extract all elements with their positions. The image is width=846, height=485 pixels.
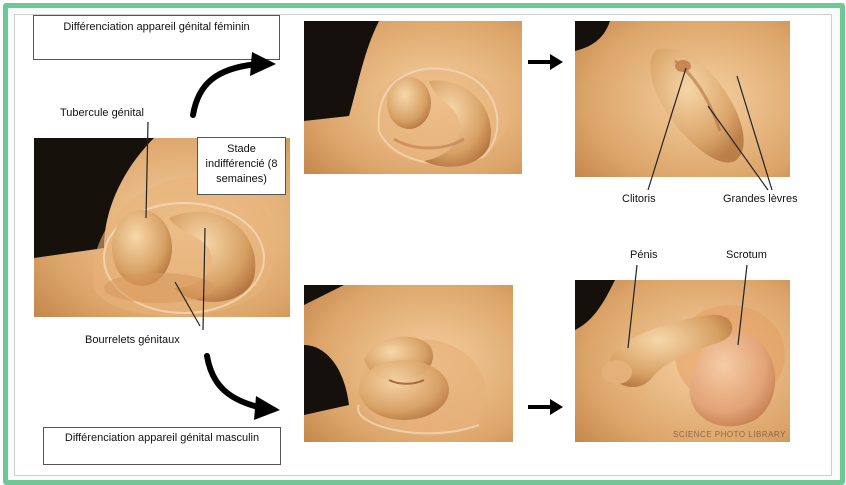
female-result-image <box>575 21 790 177</box>
male-differentiation-text: Différenciation appareil génital masculi… <box>65 432 259 444</box>
indifferent-stage-text: Stade indifférencié (8 semaines) <box>206 143 278 185</box>
male-differentiation-box: Différenciation appareil génital masculi… <box>43 427 281 465</box>
label-scrotum: Scrotum <box>726 249 767 261</box>
label-penis: Pénis <box>630 249 658 261</box>
indifferent-stage-box: Stade indifférencié (8 semaines) <box>197 137 286 195</box>
female-differentiation-box: Différenciation appareil génital féminin <box>33 15 280 60</box>
label-grandes-levres: Grandes lèvres <box>723 193 798 205</box>
label-tubercule-genital: Tubercule génital <box>60 107 144 119</box>
label-bourrelets-genitaux: Bourrelets génitaux <box>85 334 180 346</box>
male-result-image <box>575 280 790 442</box>
female-intermediate-image <box>304 21 522 174</box>
photo-credit: SCIENCE PHOTO LIBRARY <box>673 430 786 439</box>
label-clitoris: Clitoris <box>622 193 656 205</box>
male-intermediate-image <box>304 285 513 442</box>
female-differentiation-text: Différenciation appareil génital féminin <box>63 21 249 33</box>
